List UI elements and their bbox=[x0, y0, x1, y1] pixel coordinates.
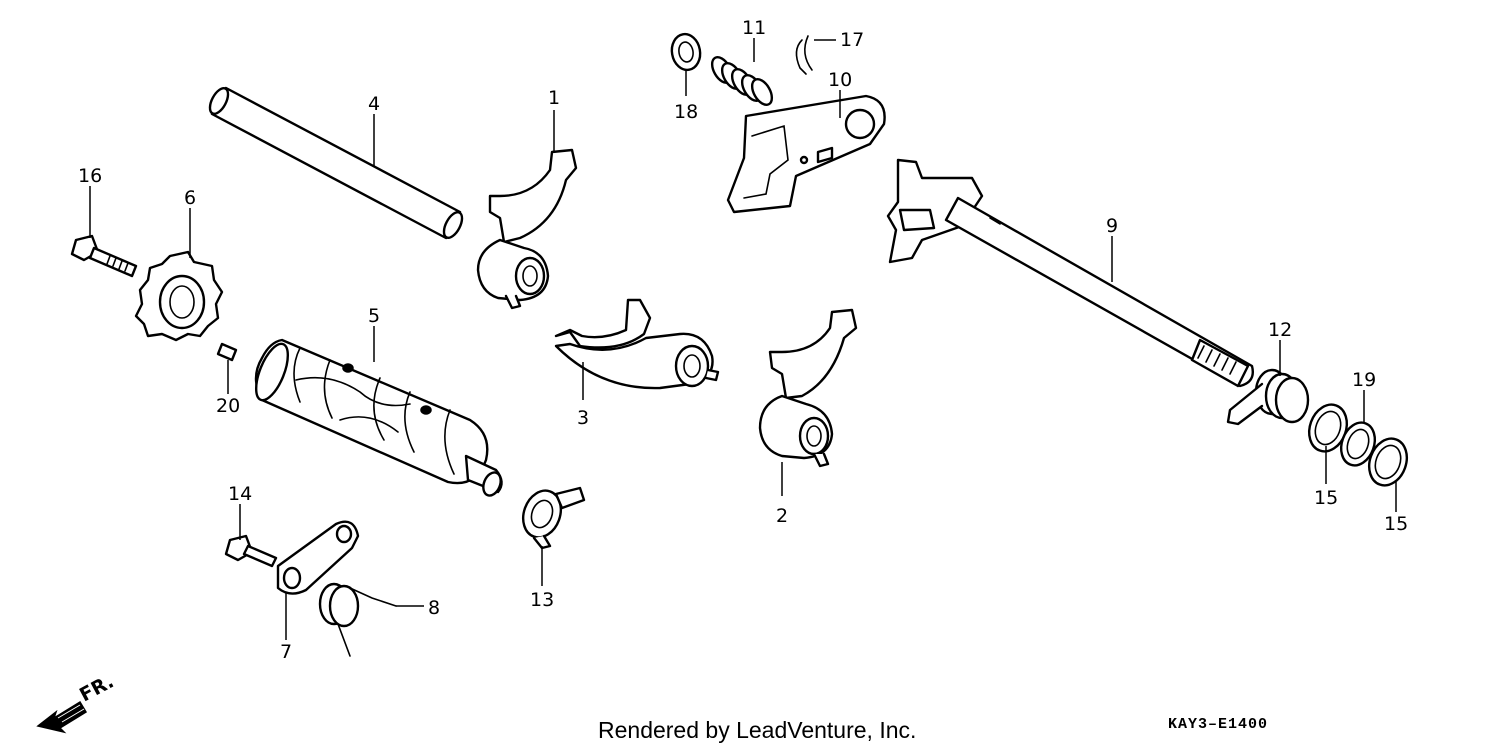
callout-10: 10 bbox=[828, 69, 852, 91]
part-8-spring[interactable] bbox=[318, 582, 397, 657]
callout-16: 16 bbox=[78, 165, 102, 187]
part-19-circlip[interactable] bbox=[1335, 418, 1380, 470]
part-17-clip[interactable] bbox=[795, 35, 813, 75]
part-5-shift-drum[interactable] bbox=[250, 338, 504, 498]
callout-3: 3 bbox=[577, 407, 589, 429]
part-18-clip[interactable] bbox=[669, 32, 703, 72]
part-10-shift-plate[interactable] bbox=[726, 94, 886, 214]
callout-9: 9 bbox=[1106, 215, 1118, 237]
callout-13: 13 bbox=[530, 589, 554, 611]
callouts: 1 2 3 4 5 6 7 8 9 10 11 12 13 14 15 15 1… bbox=[78, 17, 1408, 663]
front-arrow-icon bbox=[36, 700, 88, 734]
part-6-drum-center[interactable] bbox=[134, 250, 224, 342]
credit-text: Rendered by LeadVenture, Inc. bbox=[598, 717, 916, 743]
callout-15-b: 15 bbox=[1384, 513, 1408, 535]
callout-18: 18 bbox=[674, 101, 698, 123]
callout-7: 7 bbox=[280, 641, 292, 663]
callout-14: 14 bbox=[228, 483, 252, 505]
part-14-bolt[interactable] bbox=[224, 534, 278, 568]
diagram-code: KAY3–E1400 bbox=[1168, 716, 1268, 733]
callout-2: 2 bbox=[776, 505, 788, 527]
callout-19: 19 bbox=[1352, 369, 1376, 391]
callout-20: 20 bbox=[216, 395, 240, 417]
callout-15-a: 15 bbox=[1314, 487, 1338, 509]
callout-5: 5 bbox=[368, 305, 380, 327]
callout-17: 17 bbox=[840, 29, 864, 51]
part-15-washer-b[interactable] bbox=[1363, 433, 1413, 490]
part-9-gearshift-spindle[interactable] bbox=[886, 158, 1254, 388]
part-1-shift-fork[interactable] bbox=[476, 148, 578, 310]
part-13-guide-plate[interactable] bbox=[517, 485, 586, 550]
front-indicator-label: FR. bbox=[76, 670, 117, 706]
part-7-stopper-arm[interactable] bbox=[276, 520, 360, 595]
callout-6: 6 bbox=[184, 187, 196, 209]
part-20-dowel-pin[interactable] bbox=[216, 342, 238, 362]
callout-4: 4 bbox=[368, 93, 380, 115]
callout-11: 11 bbox=[742, 17, 766, 39]
part-4-fork-shaft[interactable] bbox=[206, 85, 466, 240]
callout-8: 8 bbox=[428, 597, 440, 619]
part-16-bolt[interactable] bbox=[70, 234, 138, 278]
part-12-return-spring[interactable] bbox=[1226, 368, 1310, 426]
callout-12: 12 bbox=[1268, 319, 1292, 341]
callout-1: 1 bbox=[548, 87, 560, 109]
leader-lines bbox=[89, 38, 1397, 640]
part-2-shift-fork[interactable] bbox=[758, 308, 858, 468]
part-11-spring[interactable] bbox=[708, 54, 776, 108]
part-3-shift-fork[interactable] bbox=[554, 298, 720, 390]
